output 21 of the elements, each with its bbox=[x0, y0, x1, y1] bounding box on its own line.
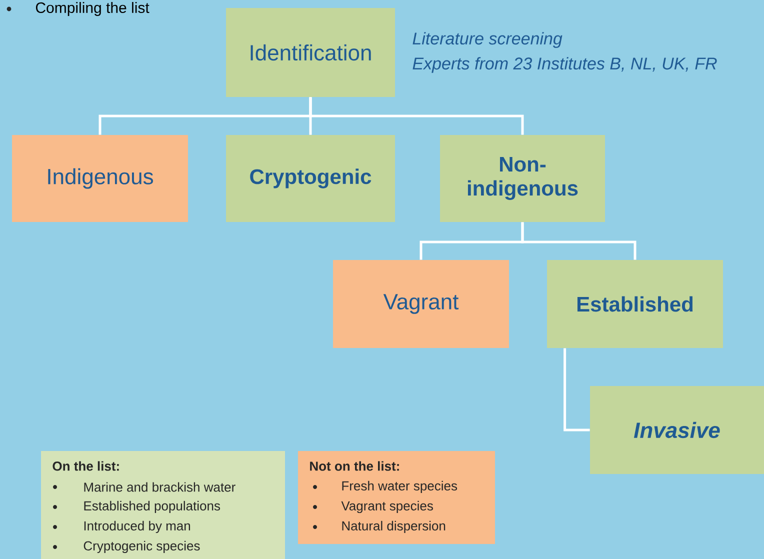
list-item: Marine and brackish water bbox=[84, 482, 236, 492]
category-box: Cryptogenic bbox=[226, 135, 395, 222]
slide-text: Compiling the list bbox=[36, 2, 150, 16]
category-box: Vagrant bbox=[333, 260, 509, 348]
category-box: Indigenous bbox=[12, 135, 188, 222]
category-box: Established bbox=[547, 260, 723, 348]
note-text: Literature screening bbox=[412, 32, 562, 48]
connector-line bbox=[309, 97, 524, 135]
list-item: Fresh water species bbox=[342, 480, 458, 494]
list-item: Cryptogenic species bbox=[84, 540, 200, 554]
list-heading: Not on the list: bbox=[310, 461, 399, 471]
connector-line bbox=[521, 222, 636, 260]
list-item: Introduced by man bbox=[84, 520, 190, 534]
list-heading: On the list: bbox=[52, 461, 119, 471]
list-item: Established populations bbox=[84, 500, 220, 514]
list-item: Natural dispersion bbox=[342, 520, 446, 534]
category-box: Non-indigenous bbox=[440, 135, 605, 222]
category-box: Identification bbox=[226, 8, 395, 97]
note-text: Experts from 23 Institutes B, NL, UK, FR bbox=[412, 57, 717, 73]
list-item: Vagrant species bbox=[341, 500, 433, 514]
category-box: Invasive bbox=[590, 386, 764, 474]
